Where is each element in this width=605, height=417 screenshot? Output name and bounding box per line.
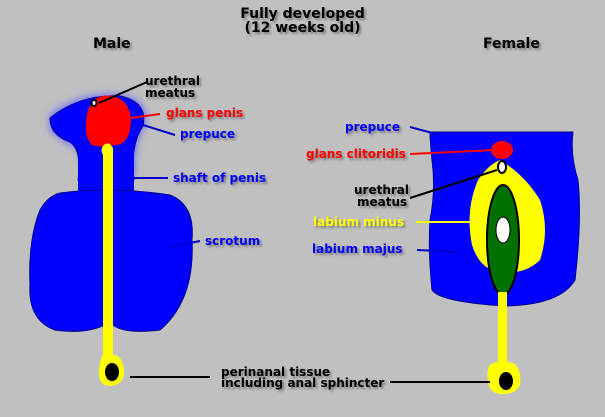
title-line-2: (12 weeks old) [244,20,361,36]
leader-lines [98,81,498,383]
female-label-urethral-meatus-2: meatus [357,195,408,209]
male-label-glans-penis: glans penis [166,106,244,120]
male-label-scrotum: scrotum [205,234,261,248]
female-label-labium-minus: labium minus [313,215,404,229]
female-label-prepuce: prepuce [345,120,401,134]
male-heading: Male [93,36,131,52]
title-line-1: Fully developed [240,6,365,22]
female-label-labium-majus: labium majus [312,242,403,256]
male-label-shaft: shaft of penis [173,171,267,185]
male-genitalia [29,94,193,386]
label-perineal-1: perinanal tissue [221,365,331,379]
female-heading: Female [483,36,540,52]
vaginal-opening [495,216,511,244]
male-label-urethral-meatus-1: urethral [145,74,201,88]
female-label-glans-clitoridis: glans clitoridis [306,147,406,161]
male-raphe [101,143,113,357]
label-perineal-2: including anal sphincter [221,376,385,390]
female-genitalia [428,131,580,395]
female-raphe [498,292,507,362]
male-anus [105,363,119,381]
female-label-urethral-meatus-1: urethral [354,183,410,197]
male-label-urethral-meatus-2: meatus [145,86,196,100]
female-anus [499,372,513,390]
male-label-prepuce: prepuce [180,127,236,141]
glans-clitoridis [491,141,513,159]
glans-penis [85,95,131,147]
